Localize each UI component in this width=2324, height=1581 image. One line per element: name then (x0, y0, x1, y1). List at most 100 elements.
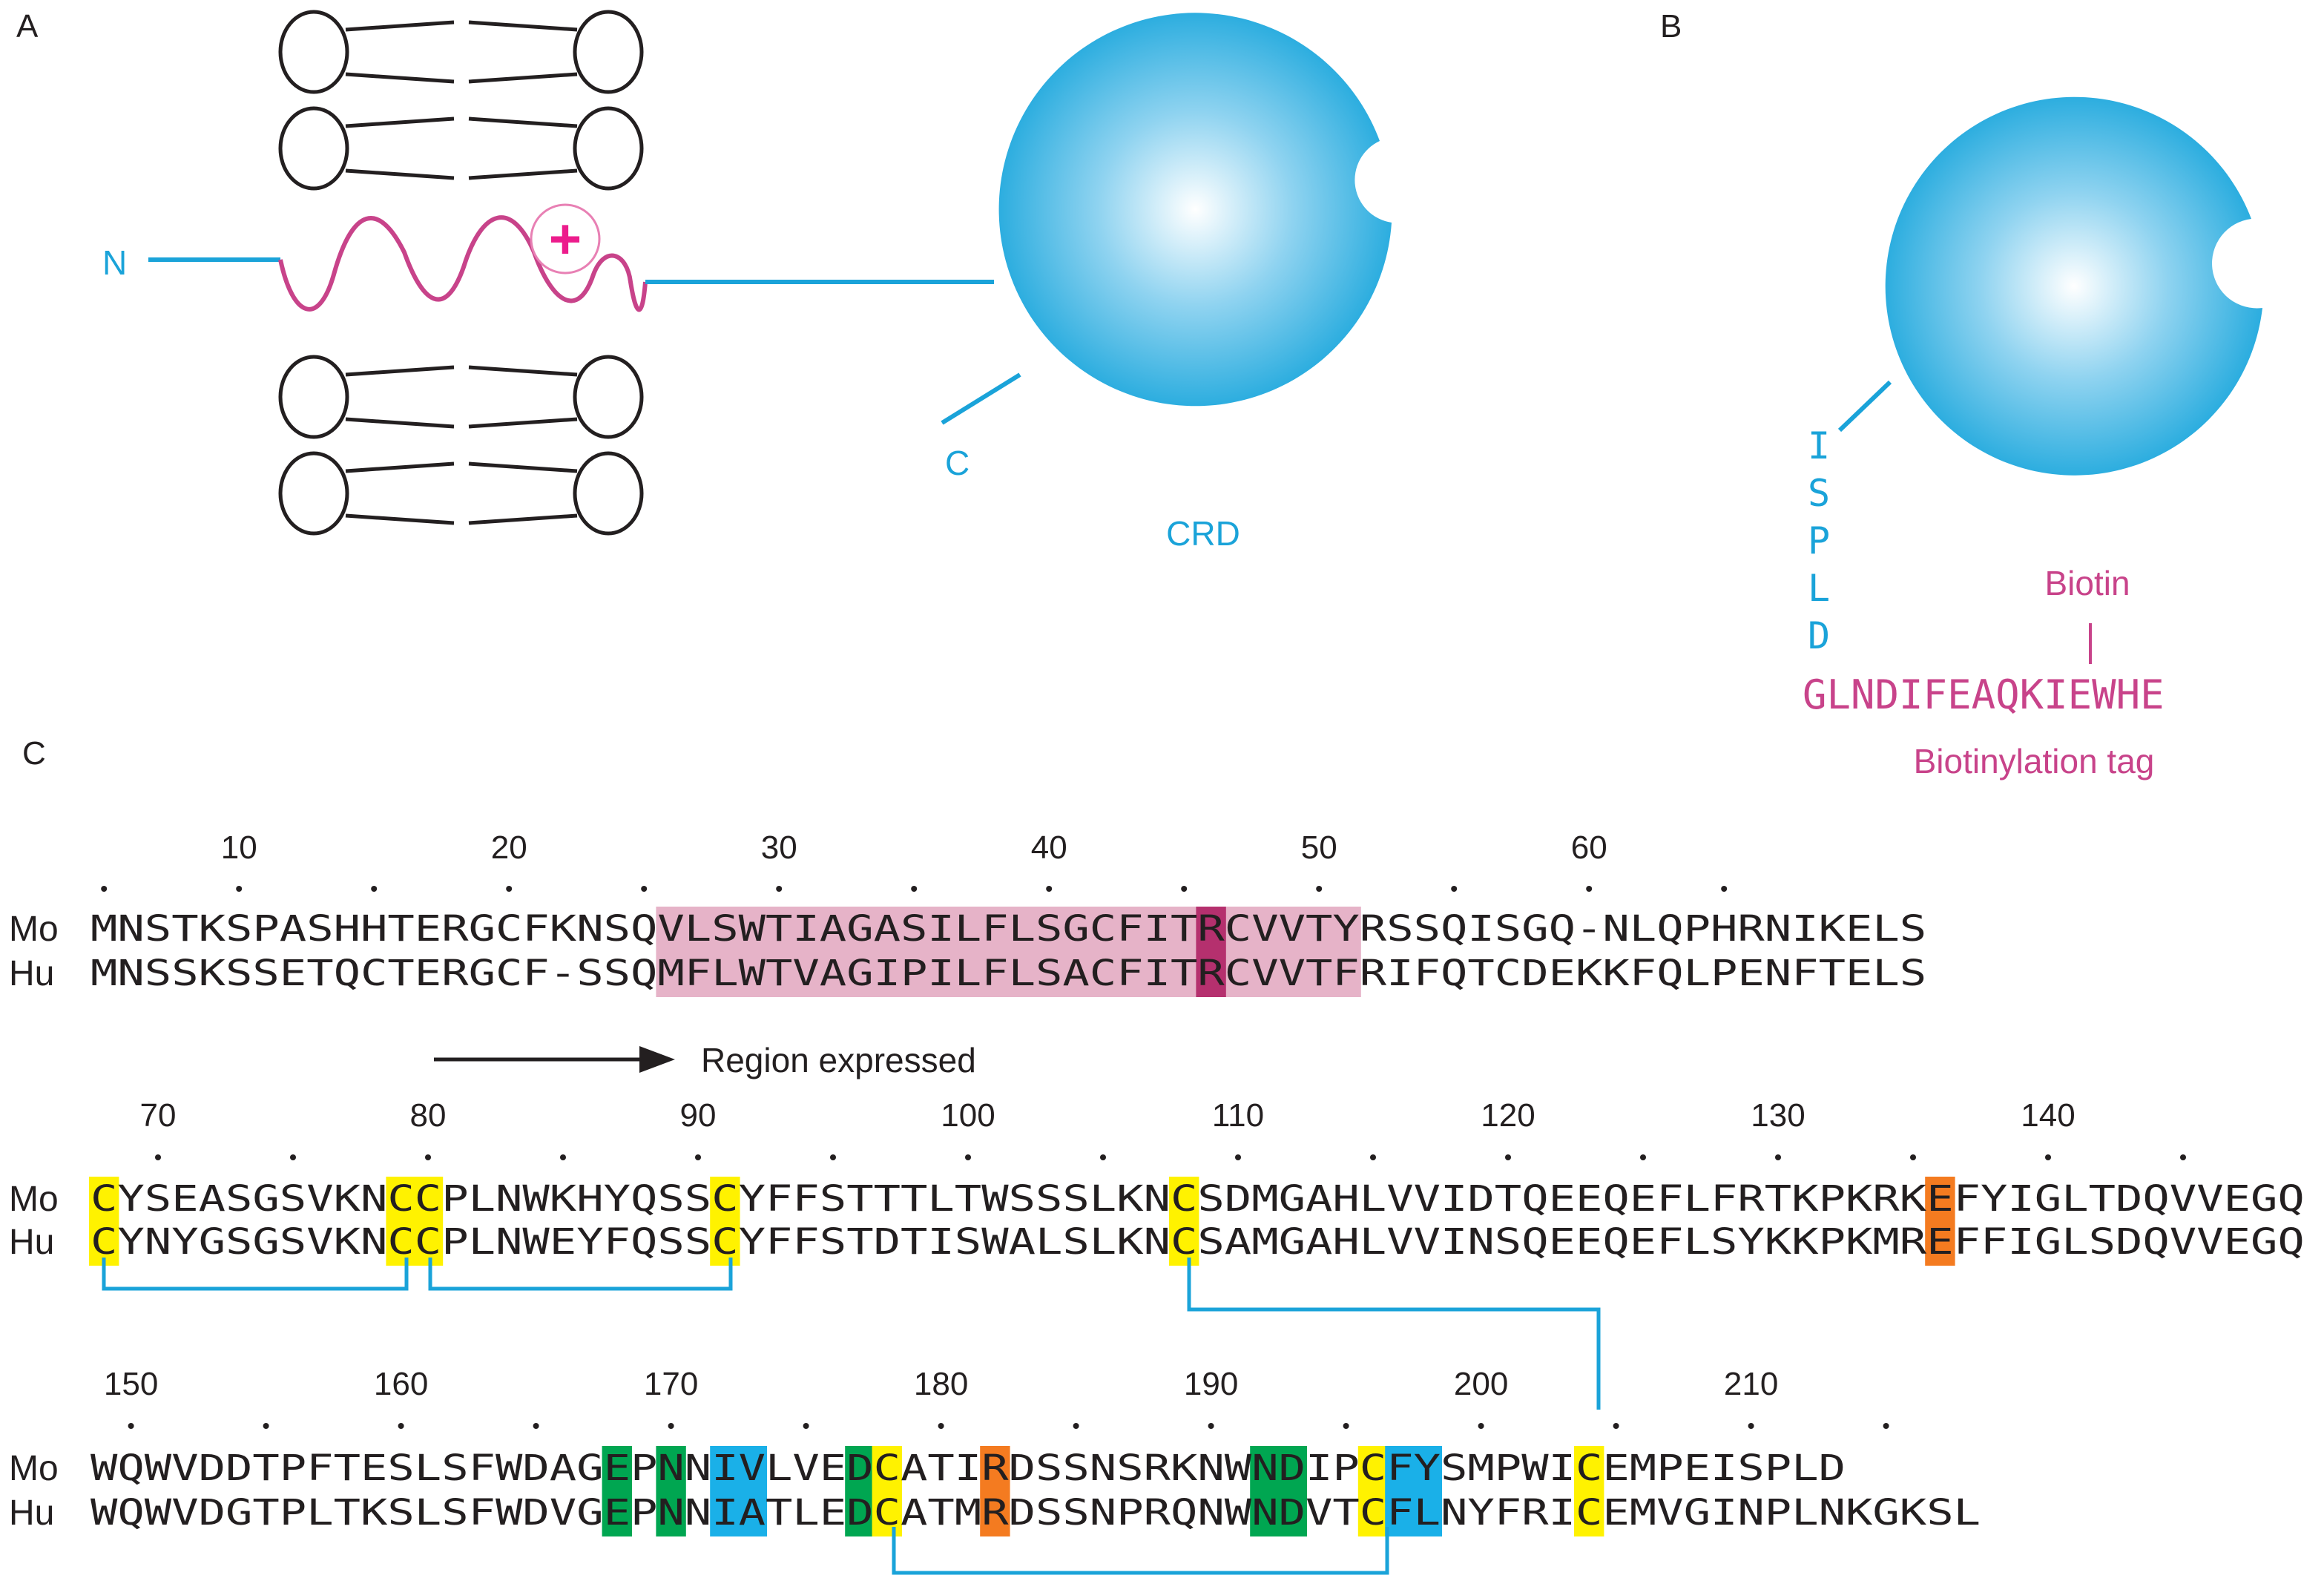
highlight-glutamate-arginine (980, 1446, 1010, 1536)
c-terminal-tail (941, 372, 1021, 425)
ruler-tick-minor (1451, 886, 1458, 892)
highlight-cysteine (1357, 1446, 1389, 1536)
disulfide-bond-c108-c205 (1187, 1258, 1601, 1410)
ruler-tick-minor (1883, 1423, 1889, 1429)
ruler-number: 80 (410, 1097, 447, 1134)
ruler-tick-major (695, 1154, 701, 1160)
linker-letters: ISPLD (1808, 424, 1830, 657)
ruler-tick-minor (1910, 1154, 1916, 1160)
highlight-cysteine (1574, 1446, 1604, 1536)
sequence-hu-block-3: WQWVDGTPLTKSLSFWDVGEPNNIATLEDCATMRDSSNPR… (90, 1492, 1981, 1534)
lipid-pair-upper-1 (278, 10, 644, 94)
species-label-mo: Mo (9, 1449, 59, 1488)
ruler-tick-major (668, 1423, 674, 1429)
ruler-number: 120 (1481, 1097, 1535, 1134)
ruler-tick-minor (830, 1154, 836, 1160)
highlight-cysteine (872, 1446, 902, 1536)
species-label-mo: Mo (9, 910, 59, 949)
ruler-number: 110 (1212, 1097, 1264, 1134)
sequence-mo-block-3: WQWVDDTPFTESLSFWDAGEPNNIVLVEDCATIRDSSNSR… (90, 1447, 1846, 1489)
ruler-number: 190 (1184, 1366, 1238, 1402)
sequence-hu-block-2: CYNYGSGSVKNCCPLNWEYFQSSCYFFSTDTISWALSLKN… (90, 1221, 2305, 1263)
highlight-conserved-blue (1385, 1446, 1442, 1536)
lipid-pair-lower-2 (278, 451, 644, 536)
highlight-conserved-green (845, 1446, 875, 1536)
ruler-number: 90 (680, 1097, 717, 1134)
linker-letter: L (1808, 567, 1830, 610)
ruler-number: 170 (644, 1366, 698, 1402)
panel-label-a: A (16, 8, 39, 45)
crd-label: CRD (1166, 514, 1240, 553)
ruler-tick-minor (560, 1154, 566, 1160)
biotinylation-tag-label: Biotinylation tag (1914, 742, 2155, 780)
ruler-tick-minor (803, 1423, 809, 1429)
ruler-number: 20 (491, 829, 527, 866)
disulfide-bond-c67-c79 (102, 1258, 409, 1291)
ruler-tick-major (398, 1423, 404, 1429)
biotinylation-tag-sequence: GLNDIFEAQKIEWHE (1803, 671, 2165, 718)
linker-letter: I (1808, 424, 1830, 467)
ruler-number: 60 (1571, 829, 1607, 866)
ruler-number: 40 (1031, 829, 1067, 866)
ruler-tick-major (155, 1154, 161, 1160)
species-label-hu: Hu (9, 954, 54, 993)
highlight-transmembrane (656, 907, 1361, 997)
ruler-number: 100 (941, 1097, 995, 1134)
highlight-cysteine (1169, 1177, 1199, 1266)
ruler-number: 140 (2021, 1097, 2075, 1134)
ruler-number: 210 (1724, 1366, 1778, 1402)
highlight-cysteine (386, 1177, 444, 1266)
ruler-tick-major (1505, 1154, 1511, 1160)
ruler-tick-minor (641, 886, 648, 892)
disulfide-bond-c80-c91 (428, 1258, 733, 1291)
ruler-number: 150 (104, 1366, 158, 1402)
region-expressed-label: Region expressed (701, 1041, 976, 1079)
ruler-tick-minor (101, 886, 108, 892)
ruler-tick-minor (1073, 1423, 1079, 1429)
ruler-tick-minor (1613, 1423, 1619, 1429)
species-label-hu: Hu (9, 1223, 54, 1262)
ruler-tick-minor (2180, 1154, 2186, 1160)
crd-domain-shape (998, 13, 1392, 407)
ruler-number: 10 (221, 829, 257, 866)
c-terminus-label: C (945, 444, 970, 482)
ruler-tick-major (506, 886, 513, 892)
transmembrane-helix (278, 215, 648, 312)
sequence-alignment: Mo MNSTKSPASHHTERGCFKNSQVLSWTIAGASILFLSGC… (9, 829, 2305, 1536)
positive-charge-marker: + (530, 203, 601, 275)
crd-domain-shape-b (1885, 96, 2262, 476)
ruler-tick-minor (911, 886, 918, 892)
region-expressed-indicator: Region expressed (434, 1041, 976, 1079)
highlight-conserved-green (1250, 1446, 1307, 1536)
ruler-number: 200 (1454, 1366, 1508, 1402)
ruler-tick-major (965, 1154, 971, 1160)
highlight-arginine (1196, 907, 1226, 997)
ruler-tick-minor (290, 1154, 296, 1160)
ruler-tick-major (2045, 1154, 2051, 1160)
ruler-tick-major (1748, 1423, 1754, 1429)
species-label-mo: Mo (9, 1180, 59, 1219)
lipid-bilayer (278, 10, 644, 536)
linker-tail-b (1837, 380, 1892, 433)
highlight-conserved-green (656, 1446, 686, 1536)
ruler-tick-major (1208, 1423, 1214, 1429)
ruler-tick-minor (371, 886, 378, 892)
highlight-conserved-blue (710, 1446, 767, 1536)
ruler-tick-major (1586, 886, 1593, 892)
panel-label-b: B (1660, 8, 1682, 45)
ruler-tick-major (128, 1423, 134, 1429)
highlight-conserved-green (602, 1446, 632, 1536)
ruler-tick-minor (1343, 1423, 1349, 1429)
ruler-number: 180 (914, 1366, 968, 1402)
ruler-number: 160 (374, 1366, 428, 1402)
ruler-tick-major (236, 886, 243, 892)
region-arrow-head (639, 1046, 675, 1073)
ruler-tick-major (425, 1154, 431, 1160)
ruler-number: 30 (761, 829, 797, 866)
linker-letter: D (1808, 614, 1830, 657)
highlight-cysteine (89, 1177, 119, 1266)
disulfide-bonds (102, 1258, 1601, 1575)
sequence-mo-block-1: MNSTKSPASHHTERGCFKNSQVLSWTIAGASILFLSGCFI… (90, 908, 1926, 950)
ruler-tick-major (776, 886, 783, 892)
ruler-tick-major (938, 1423, 944, 1429)
